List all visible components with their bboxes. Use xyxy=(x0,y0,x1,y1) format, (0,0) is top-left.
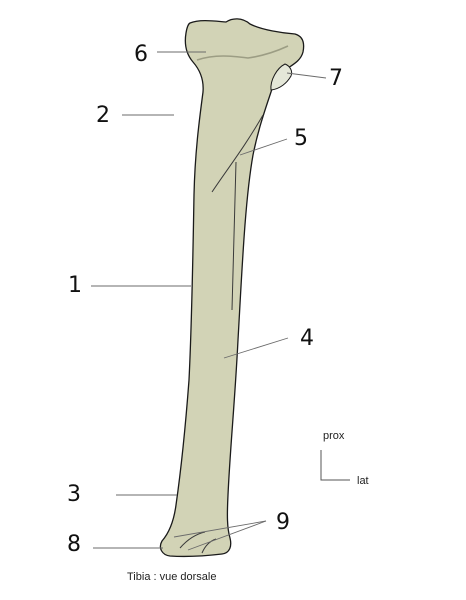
label-6: 6 xyxy=(134,42,148,67)
orientation-indicator: prox lat xyxy=(320,430,369,487)
orientation-lat-label: lat xyxy=(357,475,369,487)
leader-line-4 xyxy=(223,337,289,359)
tibia-bone xyxy=(159,18,305,558)
leader-line-9a xyxy=(173,520,267,538)
label-9: 9 xyxy=(276,510,290,535)
leader-line-5 xyxy=(239,138,288,156)
soleal-line xyxy=(211,114,264,193)
label-7: 7 xyxy=(329,66,343,91)
leader-lines xyxy=(91,51,327,551)
orientation-prox-label: prox xyxy=(323,430,345,442)
diagram-caption: Tibia : vue dorsale xyxy=(127,571,216,583)
number-labels: 1 2 3 4 5 6 7 8 9 xyxy=(67,42,343,557)
label-4: 4 xyxy=(300,326,314,351)
orientation-axes xyxy=(320,450,350,481)
label-8: 8 xyxy=(67,532,81,557)
label-5: 5 xyxy=(294,126,308,151)
condyle-rim-line xyxy=(196,45,289,61)
leader-line-7 xyxy=(286,72,327,79)
fibular-articular-facet xyxy=(270,63,293,91)
tibia-shape xyxy=(159,18,305,558)
label-3: 3 xyxy=(67,482,81,507)
malleolar-groove xyxy=(179,531,206,549)
label-2: 2 xyxy=(96,103,110,128)
posterior-vertical-line xyxy=(231,161,237,311)
leader-line-9b xyxy=(187,520,267,551)
label-1: 1 xyxy=(68,273,82,298)
malleolar-groove-2 xyxy=(201,538,217,554)
